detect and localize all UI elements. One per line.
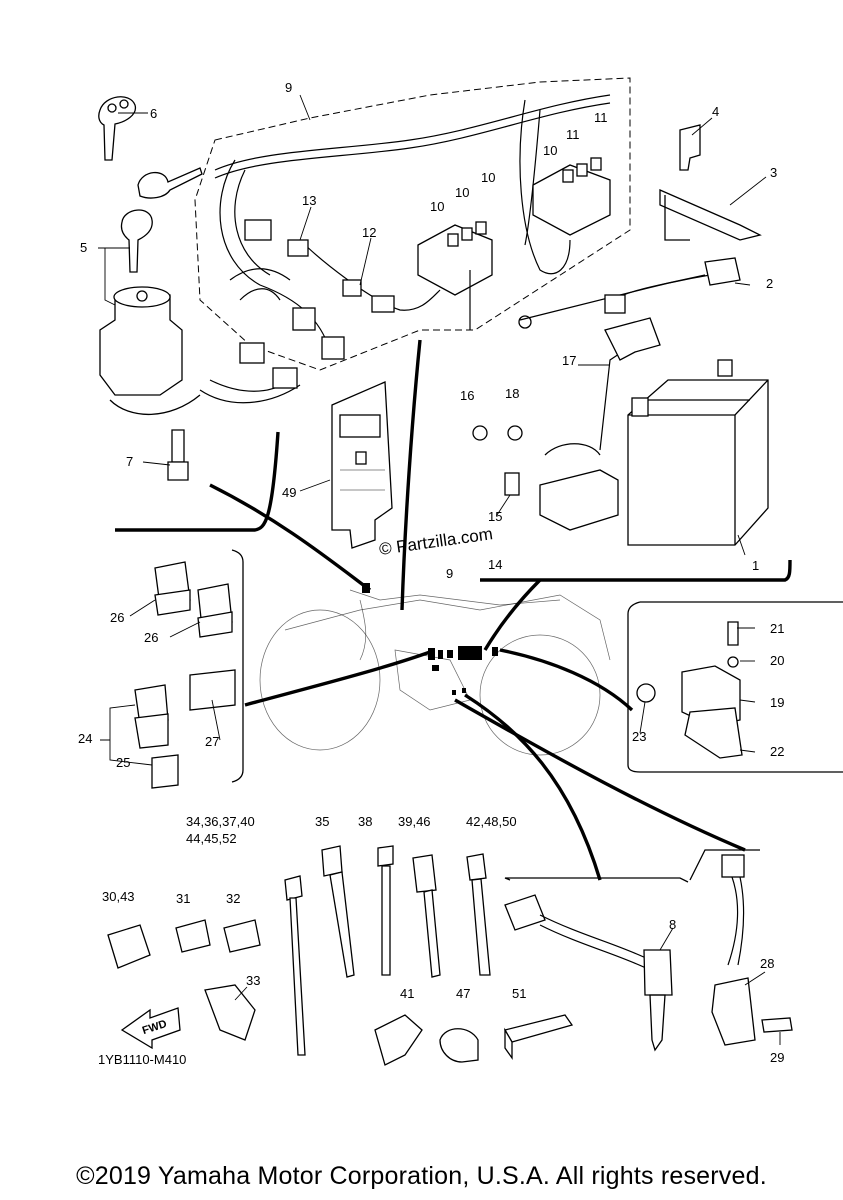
callout-15: 15	[488, 509, 502, 524]
neutral-switch-8	[504, 894, 673, 1052]
callout-35: 35	[315, 814, 329, 829]
callout-26-a: 26	[110, 610, 124, 625]
turn-relay-group	[636, 621, 743, 759]
callout-34-line-1: 34,36,37,40	[186, 814, 255, 829]
callout-31: 31	[176, 891, 190, 906]
callout-47: 47	[456, 986, 470, 1001]
callout-9-bike: 9	[446, 566, 453, 581]
callout-38: 38	[358, 814, 372, 829]
panel-49	[331, 381, 393, 549]
callout-41: 41	[400, 986, 414, 1001]
callout-3: 3	[770, 165, 777, 180]
bike-silhouette	[259, 583, 611, 756]
callout-32: 32	[226, 891, 240, 906]
callout-49: 49	[282, 485, 296, 500]
callout-21: 21	[770, 621, 784, 636]
callout-24: 24	[78, 731, 92, 746]
callout-10-b: 10	[455, 185, 469, 200]
callout-12: 12	[362, 225, 376, 240]
callout-16: 16	[460, 388, 474, 403]
callout-7: 7	[126, 454, 133, 469]
callout-26-b: 26	[144, 630, 158, 645]
callout-17: 17	[562, 353, 576, 368]
callout-30-43: 30,43	[102, 889, 135, 904]
callout-5: 5	[80, 240, 87, 255]
callout-23: 23	[632, 729, 646, 744]
callout-20: 20	[770, 653, 784, 668]
callout-22: 22	[770, 744, 784, 759]
callout-29: 29	[770, 1050, 784, 1065]
callout-18: 18	[505, 386, 519, 401]
sensor-28	[711, 854, 793, 1046]
callout-9-top: 9	[285, 80, 292, 95]
callout-10-c: 10	[481, 170, 495, 185]
callout-27: 27	[205, 734, 219, 749]
callout-19: 19	[770, 695, 784, 710]
main-switch-assembly	[98, 96, 203, 481]
callout-4: 4	[712, 104, 719, 119]
clamps-and-ties	[107, 845, 574, 1066]
wire-harness-assembly	[194, 77, 741, 404]
callout-51: 51	[512, 986, 526, 1001]
callout-34-line-2: 44,45,52	[186, 831, 237, 846]
callout-11-b: 11	[594, 110, 608, 125]
callout-10-a: 10	[430, 199, 444, 214]
callout-14: 14	[488, 557, 502, 572]
callout-6: 6	[150, 106, 157, 121]
callout-39-46: 39,46	[398, 814, 431, 829]
partzilla-watermark: © Partzilla.com	[378, 524, 494, 559]
callout-33: 33	[246, 973, 260, 988]
diagram-code: 1YB1110-M410	[98, 1052, 186, 1067]
callout-10-d: 10	[543, 143, 557, 158]
callout-25: 25	[116, 755, 130, 770]
callout-42-48-50: 42,48,50	[466, 814, 517, 829]
callout-2: 2	[766, 276, 773, 291]
callout-13: 13	[302, 193, 316, 208]
battery-group	[472, 124, 769, 546]
connector-lines	[115, 339, 843, 883]
callout-1: 1	[752, 558, 759, 573]
copyright-notice: ©2019 Yamaha Motor Corporation, U.S.A. A…	[76, 1162, 767, 1190]
leader-lines	[98, 94, 781, 1045]
callout-8: 8	[669, 917, 676, 932]
relay-group	[134, 561, 236, 789]
callout-28: 28	[760, 956, 774, 971]
callout-11-a: 11	[566, 127, 580, 142]
